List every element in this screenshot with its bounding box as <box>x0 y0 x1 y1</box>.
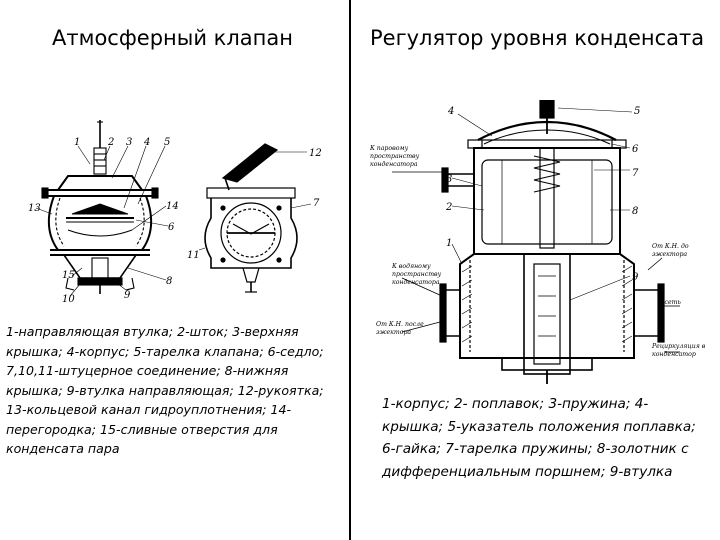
valve-section-label-5: 5 <box>164 137 170 148</box>
valve-front-label-11: 11 <box>187 250 200 261</box>
valve-section-label-8: 8 <box>166 276 172 287</box>
valve-section-label-1: 1 <box>74 137 80 148</box>
valve-section-label-4: 4 <box>143 137 150 148</box>
regulator-note-steam-3: конденсатора <box>370 161 418 168</box>
regulator-note-to-ejector-2: эжектора <box>652 251 687 258</box>
right-title: Регулятор уровня конденсата <box>370 26 705 50</box>
regulator-label-3: 3 <box>446 174 452 185</box>
valve-section-label-3: 3 <box>126 137 132 148</box>
regulator-note-steam-2: пространству <box>370 153 420 160</box>
valve-section-label-13: 13 <box>28 203 41 214</box>
condensate-regulator-drawing: 4 5 6 7 8 9 3 2 1 К паровому пространств… <box>369 100 706 384</box>
valve-front-label-12: 12 <box>309 148 322 159</box>
regulator-label-7: 7 <box>632 168 639 179</box>
regulator-label-6: 6 <box>632 144 639 155</box>
left-title: Атмосферный клапан <box>52 26 293 50</box>
regulator-label-2: 2 <box>445 202 452 213</box>
valve-section-label-15: 15 <box>62 270 75 281</box>
valve-section-label-10: 10 <box>62 294 75 305</box>
regulator-note-to-ejector-1: От К.Н. до <box>652 243 689 250</box>
regulator-note-steam-1: К паровому <box>369 145 409 152</box>
atmospheric-valve-front-drawing: 12 7 11 <box>187 143 322 293</box>
valve-section-label-6: 6 <box>168 222 175 233</box>
regulator-note-to-net: В сеть <box>657 299 682 306</box>
regulator-note-from-after-ejector-2: эжектора <box>376 329 411 336</box>
regulator-label-8: 8 <box>632 206 638 217</box>
regulator-note-recirc-1: Рециркуляция в <box>651 343 706 350</box>
regulator-legend: 1-корпус; 2- поплавок; 3-пружина; 4-крыш… <box>382 396 696 480</box>
regulator-note-from-after-ejector-1: От К.Н. после <box>376 321 424 328</box>
regulator-label-5: 5 <box>634 106 640 117</box>
atmospheric-valve-legend: 1-направляющая втулка; 2-шток; 3-верхняя… <box>6 324 324 456</box>
regulator-label-9: 9 <box>632 272 639 283</box>
regulator-note-water-3: конденсатора <box>392 279 440 286</box>
atmospheric-valve-section-drawing: 1 2 3 4 5 6 8 9 10 13 14 15 <box>28 120 179 305</box>
regulator-label-4: 4 <box>447 106 454 117</box>
regulator-note-water-1: К водяному <box>391 263 431 270</box>
column-divider <box>349 0 351 540</box>
regulator-label-1: 1 <box>446 238 452 249</box>
regulator-note-water-2: пространству <box>392 271 442 278</box>
valve-front-label-7: 7 <box>313 198 320 209</box>
valve-section-label-2: 2 <box>107 137 114 148</box>
regulator-note-recirc-2: конденсатор <box>652 351 696 358</box>
valve-section-label-14: 14 <box>166 201 179 212</box>
valve-section-label-9: 9 <box>124 290 131 301</box>
